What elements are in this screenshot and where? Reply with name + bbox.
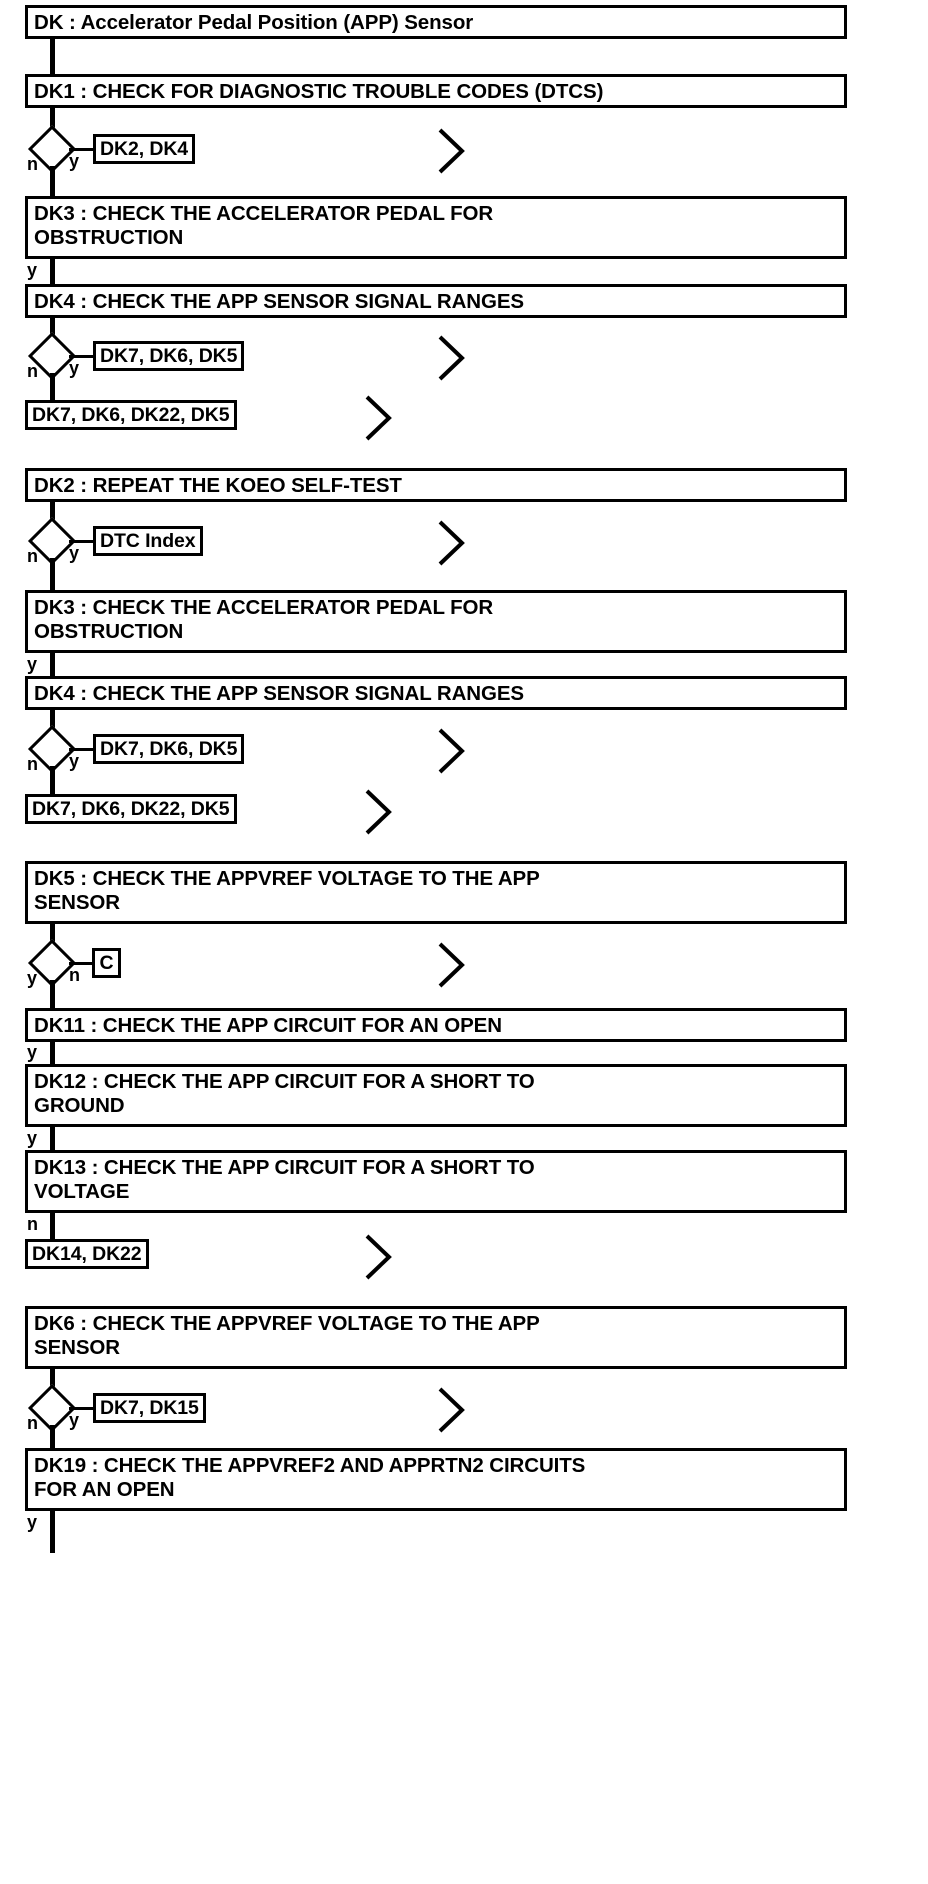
connector-dk1-yes [69,148,96,151]
continuation-chevron-icon-3[interactable] [361,391,395,445]
connector-dk19-continues [50,1511,55,1553]
flow-ref-dk2-dk4[interactable]: DK2, DK4 [93,134,196,164]
branch-label-dk5-yes: y [27,968,38,988]
flow-node-dk3-b[interactable]: DK3 : CHECK THE ACCELERATOR PEDAL FOR OB… [25,590,847,653]
flow-node-dk4-a[interactable]: DK4 : CHECK THE APP SENSOR SIGNAL RANGES [25,284,847,318]
connector-dk6-no-to-dk19 [50,1425,55,1450]
flow-node-dk19[interactable]: DK19 : CHECK THE APPVREF2 AND APPRTN2 CI… [25,1448,847,1511]
continuation-chevron-icon-7[interactable] [434,938,468,992]
branch-label-dk3a-yes: y [27,260,38,280]
flow-node-dk13[interactable]: DK13 : CHECK THE APP CIRCUIT FOR A SHORT… [25,1150,847,1213]
connector-dk2-no-to-dk3b [50,558,55,590]
connector-dk13-to-ref [50,1213,55,1241]
flow-node-dk11[interactable]: DK11 : CHECK THE APP CIRCUIT FOR AN OPEN [25,1008,847,1042]
flow-node-dk1[interactable]: DK1 : CHECK FOR DIAGNOSTIC TROUBLE CODES… [25,74,847,108]
connector-dk6-to-decision [50,1369,55,1391]
branch-label-dk5-no: n [69,965,80,985]
continuation-chevron-icon-2[interactable] [434,331,468,385]
branch-label-dk6-yes: y [69,1410,80,1430]
connector-dk4a-no-to-ref [50,373,55,402]
connector-dk2-yes [69,540,96,543]
connector-dk1-no-to-dk3 [50,166,55,196]
flow-node-title[interactable]: DK : Accelerator Pedal Position (APP) Se… [25,5,847,39]
flow-ref-dtc-index[interactable]: DTC Index [93,526,203,556]
branch-label-dk4a-no: n [27,361,38,381]
continuation-chevron-icon-4[interactable] [434,516,468,570]
branch-label-dk1-yes: y [69,151,80,171]
connector-dk4b-no-to-ref [50,766,55,796]
branch-label-dk4a-yes: y [69,358,80,378]
connector-dk4b-yes [69,748,96,751]
branch-label-dk13-no: n [27,1214,38,1234]
flow-node-dk5[interactable]: DK5 : CHECK THE APPVREF VOLTAGE TO THE A… [25,861,847,924]
branch-label-dk11-yes: y [27,1042,38,1062]
continuation-chevron-icon-6[interactable] [361,785,395,839]
connector-dk5-to-decision [50,924,55,946]
branch-label-dk19-yes: y [27,1512,38,1532]
connector-dk6-yes [69,1407,96,1410]
connector-dk3b-to-dk4b [50,653,55,678]
connector-dk5-yes-to-dk11 [50,980,55,1010]
flow-ref-dk14-dk22[interactable]: DK14, DK22 [25,1239,149,1269]
branch-label-dk3b-yes: y [27,654,38,674]
connector-dk2-to-decision [50,501,55,524]
branch-label-dk4b-no: n [27,754,38,774]
flow-ref-dk7-dk6-dk22-dk5-a[interactable]: DK7, DK6, DK22, DK5 [25,400,237,430]
connector-dk12-to-dk13 [50,1127,55,1152]
flow-ref-dk7-dk6-dk22-dk5-b[interactable]: DK7, DK6, DK22, DK5 [25,794,237,824]
connector-dk4b-to-decision [50,709,55,732]
flow-ref-dk7-dk6-dk5-a[interactable]: DK7, DK6, DK5 [93,341,245,371]
branch-label-dk12-yes: y [27,1128,38,1148]
branch-label-dk1-no: n [27,154,38,174]
connector-dk4a-to-decision [50,317,55,339]
flow-node-dk2[interactable]: DK2 : REPEAT THE KOEO SELF-TEST [25,468,847,502]
branch-label-dk2-no: n [27,546,38,566]
connector-dk1-to-decision [50,107,55,132]
continuation-chevron-icon-8[interactable] [361,1230,395,1284]
branch-label-dk6-no: n [27,1413,38,1433]
continuation-chevron-icon-1[interactable] [434,124,468,178]
connector-dk3a-to-dk4a [50,259,55,286]
branch-label-dk4b-yes: y [69,751,80,771]
continuation-chevron-icon-9[interactable] [434,1383,468,1437]
connector-dk11-to-dk12 [50,1041,55,1066]
flow-ref-c[interactable]: C [92,948,121,978]
flow-node-dk12[interactable]: DK12 : CHECK THE APP CIRCUIT FOR A SHORT… [25,1064,847,1127]
connector-dk5-no [69,962,93,965]
continuation-chevron-icon-5[interactable] [434,724,468,778]
flow-node-dk4-b[interactable]: DK4 : CHECK THE APP SENSOR SIGNAL RANGES [25,676,847,710]
branch-label-dk2-yes: y [69,543,80,563]
flow-ref-dk7-dk15[interactable]: DK7, DK15 [93,1393,206,1423]
connector-dk4a-yes [69,355,96,358]
flow-node-dk6[interactable]: DK6 : CHECK THE APPVREF VOLTAGE TO THE A… [25,1306,847,1369]
flow-node-dk3-a[interactable]: DK3 : CHECK THE ACCELERATOR PEDAL FOR OB… [25,196,847,259]
connector-title-to-dk1 [50,38,55,74]
flow-ref-dk7-dk6-dk5-b[interactable]: DK7, DK6, DK5 [93,734,245,764]
